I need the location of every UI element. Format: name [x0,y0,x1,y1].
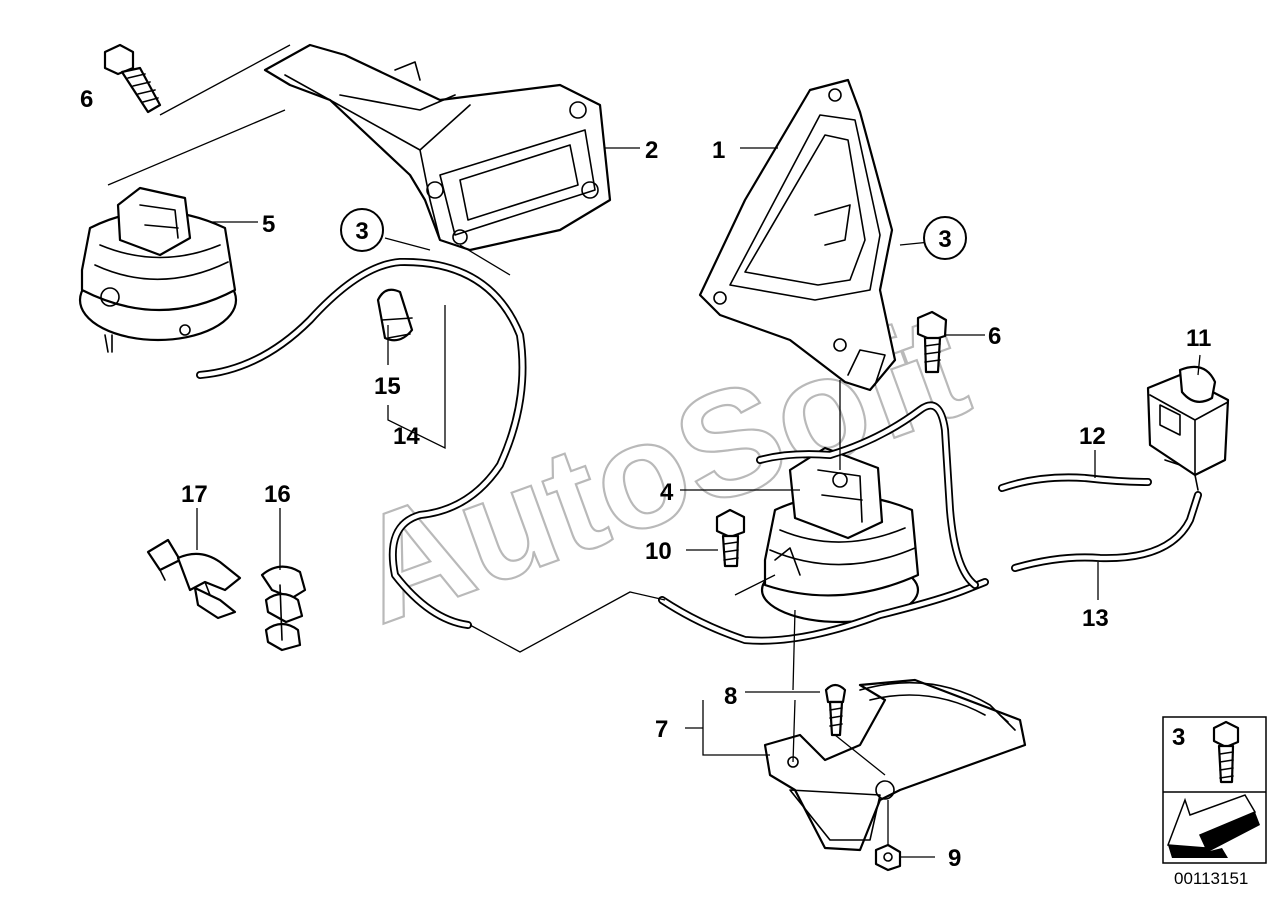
legend-bolt-icon [1212,720,1240,784]
part-1-bracket-right [698,78,897,392]
legend-label-3: 3 [1172,724,1185,751]
part-9-nut [874,843,902,872]
svg-text:3: 3 [355,218,368,245]
part-5-engine-mount-left [78,186,238,353]
callout-6-top-left: 6 [80,86,93,113]
part-4-engine-mount-right [760,446,920,624]
part-15-clip [376,288,414,342]
part-2-bracket [263,43,612,252]
callout-7: 7 [655,716,668,743]
hose-14 [196,257,527,629]
part-6-bolt-top-left [103,43,162,114]
callout-15: 15 [374,373,401,400]
callout-13: 13 [1082,605,1109,632]
hose-13 [1011,491,1202,572]
legend-box: 3 [1162,716,1267,864]
part-8-bolt [824,683,847,737]
callout-12: 12 [1079,423,1106,450]
callout-11: 11 [1186,325,1211,352]
svg-text:3: 3 [938,226,951,253]
hose-main-right [658,401,989,645]
callout-8: 8 [724,683,737,710]
hose-12 [998,473,1152,492]
part-6-bolt-right [916,310,948,374]
arrow-icon [1166,794,1260,858]
callout-6-right: 6 [988,323,1001,350]
callout-9: 9 [948,845,961,872]
callout-3-circled-left: 3 [340,208,384,252]
reference-number: 00113151 [1174,869,1248,888]
callout-3-circled-right: 3 [923,216,967,260]
callout-5: 5 [262,211,275,238]
part-11-valve [1146,365,1230,491]
leader-lines [107,44,1201,858]
callout-16: 16 [264,481,291,508]
callout-2: 2 [645,137,658,164]
callout-17: 17 [181,481,208,508]
callout-10: 10 [645,538,672,565]
part-17-clip [146,538,242,620]
part-16-clip [260,565,307,652]
part-10-bolt [715,508,746,568]
part-7-bottom-bracket [763,678,1027,852]
callout-4: 4 [660,479,674,506]
callout-1: 1 [712,137,725,164]
callout-14: 14 [393,423,420,450]
